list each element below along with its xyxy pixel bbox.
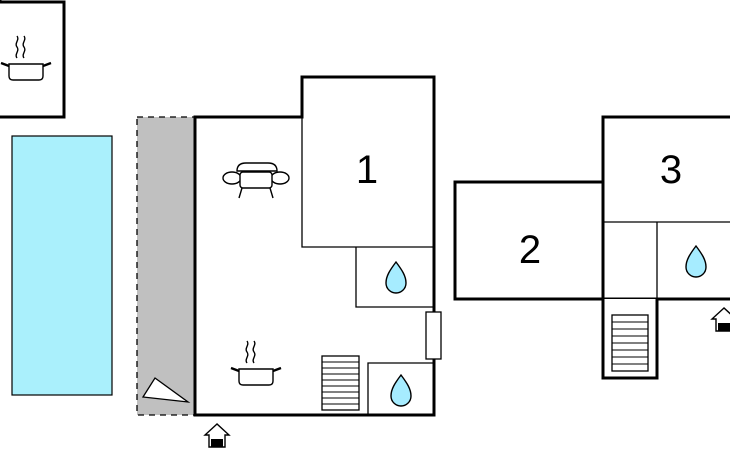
terrace (136, 116, 196, 416)
kitchen-room-top (0, 0, 66, 119)
room-2: 2 (453, 180, 605, 301)
entrance-icon (711, 307, 730, 332)
stairs-icon (321, 355, 360, 411)
pool (11, 135, 113, 396)
sofa-icon (222, 162, 290, 199)
main-building: 1 (193, 75, 442, 417)
room-number-3: 3 (660, 148, 682, 192)
sun-lounger-icon (141, 377, 191, 403)
room-number-1: 1 (356, 148, 378, 192)
room-3-building: 3 (601, 115, 730, 380)
entrance-icon (204, 423, 230, 448)
room-number-2: 2 (519, 228, 541, 272)
door-window (425, 311, 442, 360)
stairs-icon (611, 314, 649, 372)
